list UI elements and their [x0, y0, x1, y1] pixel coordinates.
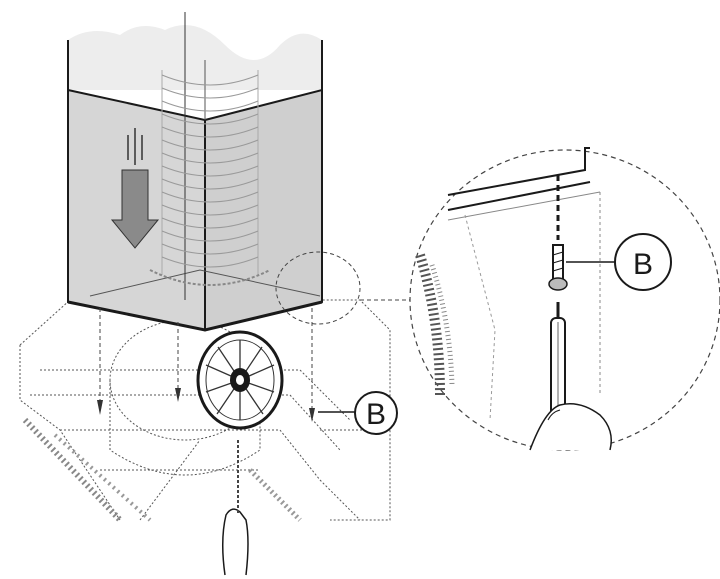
- fan-icon: [196, 330, 284, 430]
- callout-b-detail: B: [614, 233, 672, 291]
- callout-b-main: B: [318, 391, 398, 435]
- hood-body: [19, 299, 391, 523]
- hand-icon: [529, 403, 612, 451]
- callout-label-detail: B: [633, 248, 653, 281]
- screw-guide-lines: [97, 308, 315, 422]
- chimney-cover: [67, 12, 323, 332]
- detail-view: [409, 147, 720, 451]
- detail-connector: [275, 251, 410, 325]
- flexible-duct: [149, 70, 271, 286]
- screw-icon: [175, 388, 181, 402]
- down-arrow-icon: [110, 128, 160, 249]
- screw-icon: [548, 244, 568, 291]
- callout-label-main: B: [366, 398, 386, 431]
- screw-icon: [309, 408, 315, 422]
- hand-icon: [222, 440, 249, 576]
- screw-icon: [97, 400, 103, 415]
